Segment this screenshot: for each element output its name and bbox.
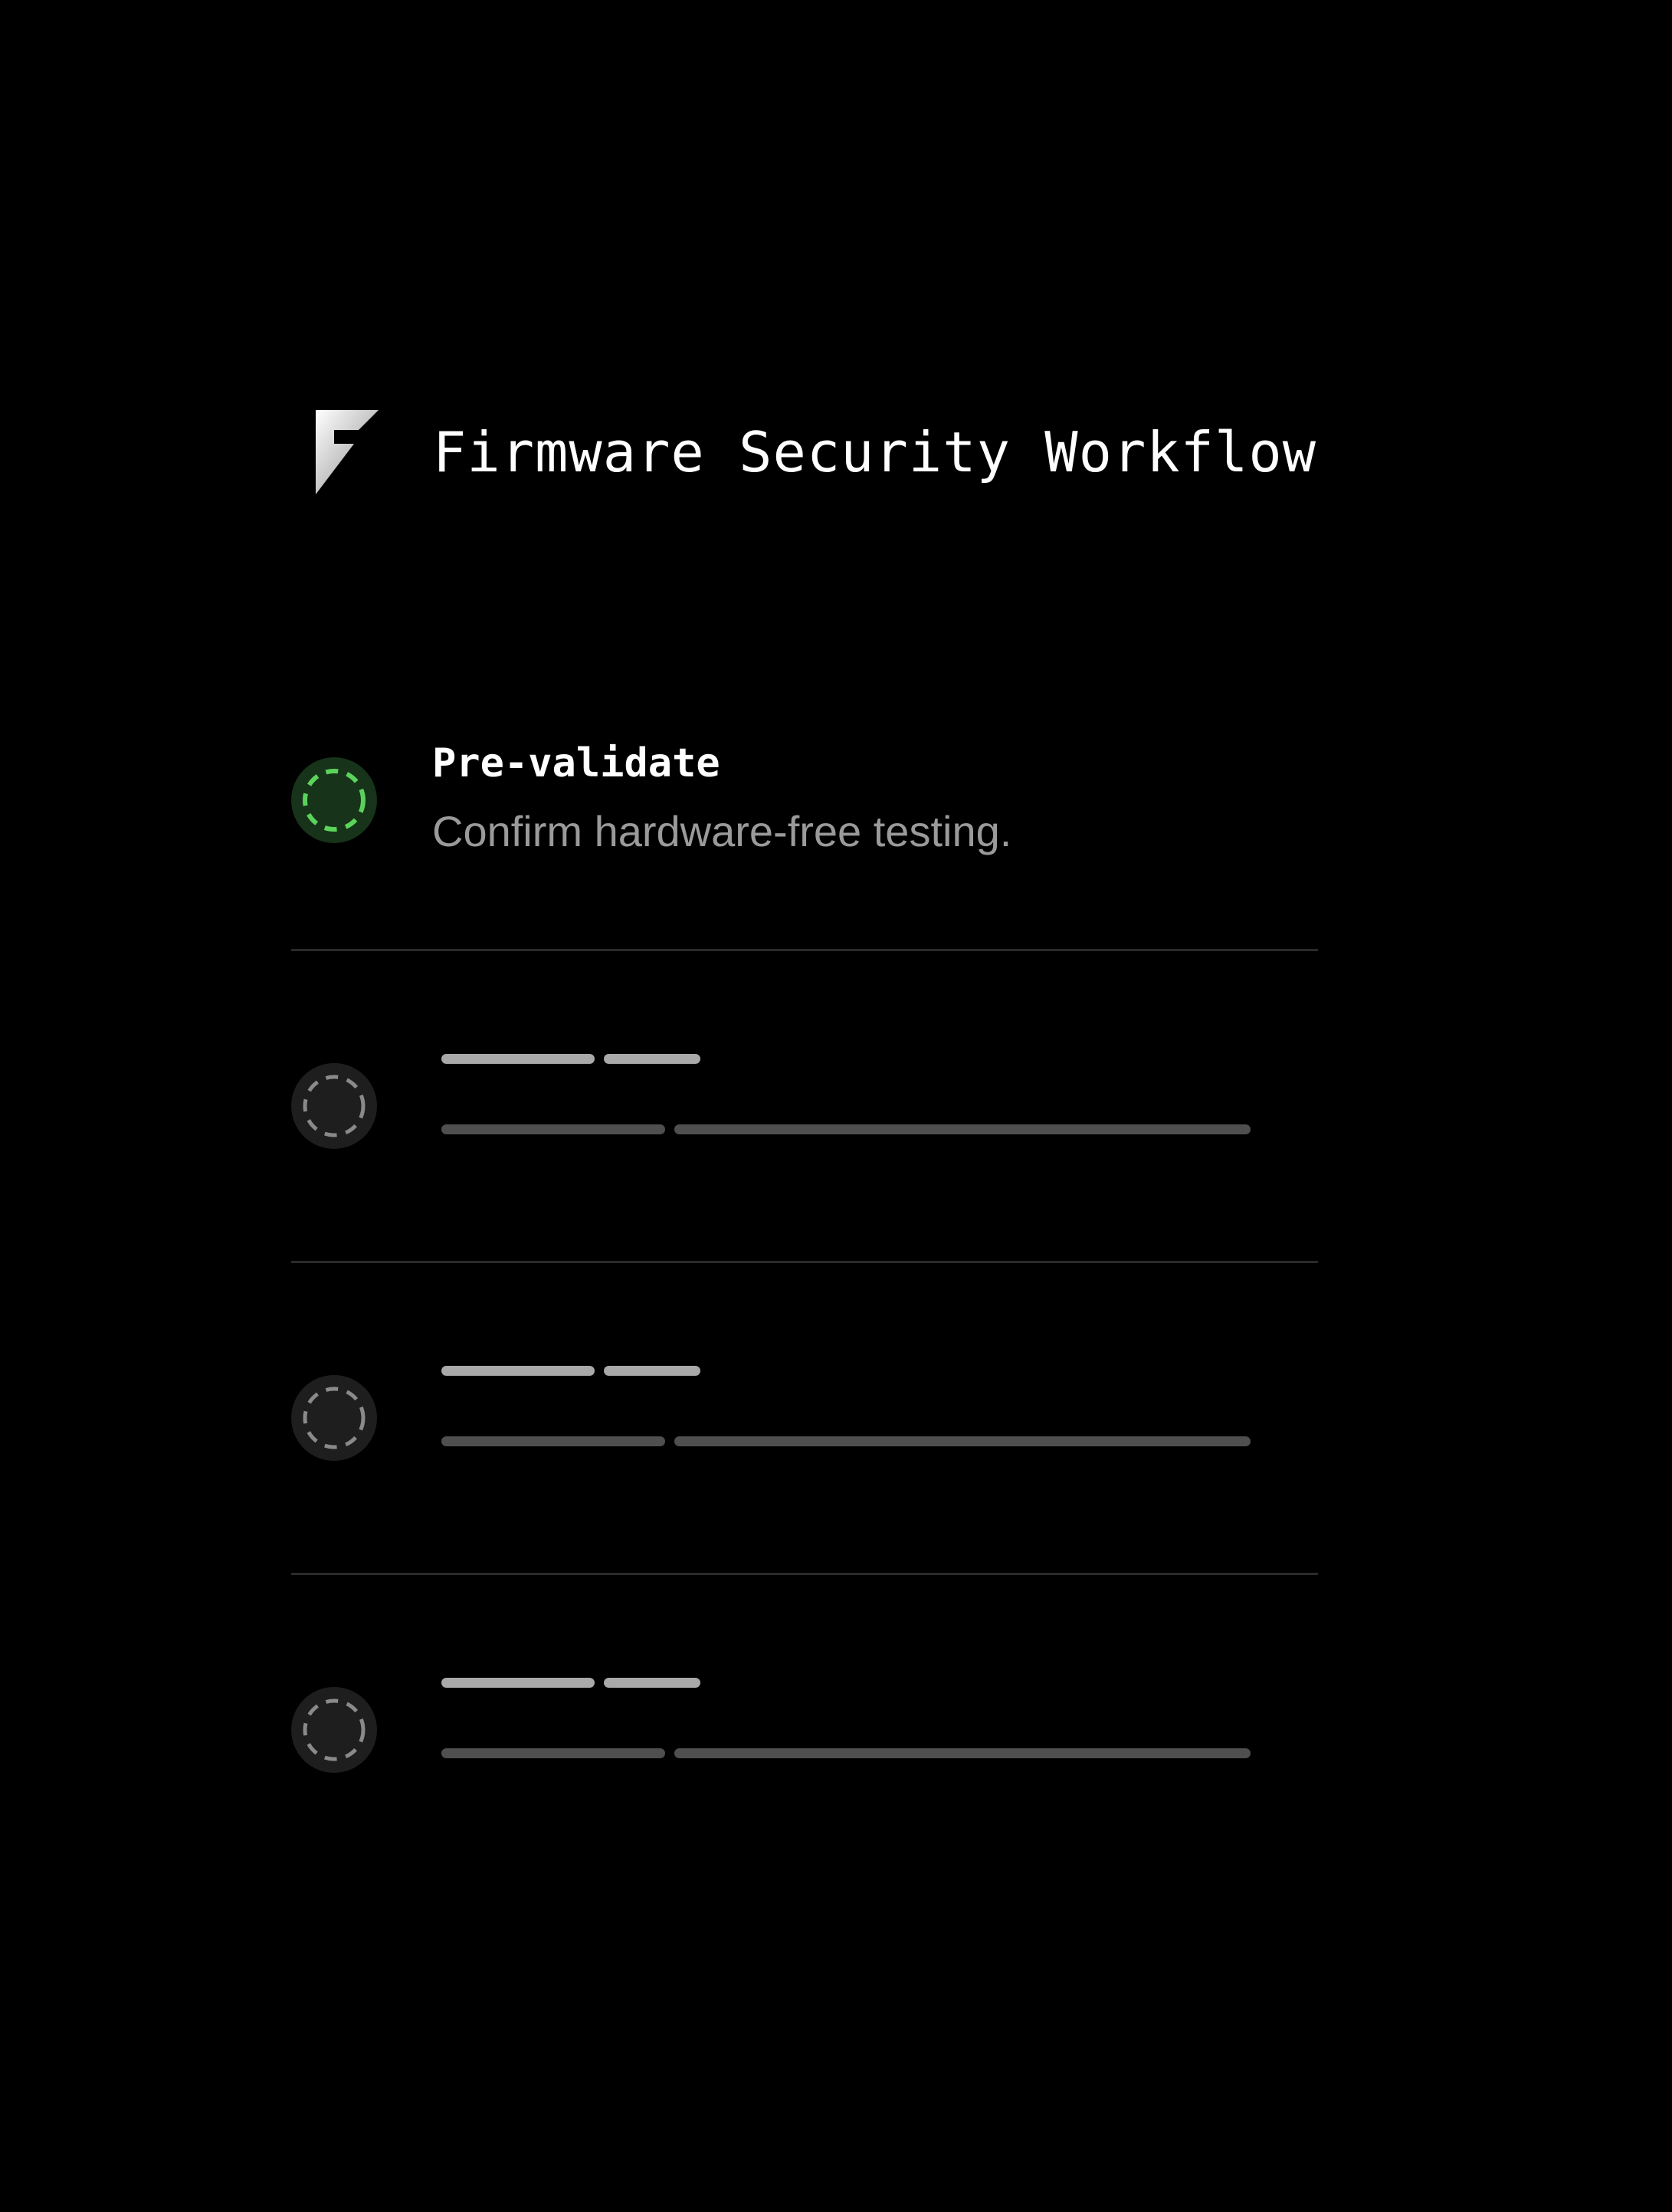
step-placeholder xyxy=(291,951,1318,1261)
placeholder-description-bar xyxy=(441,1124,665,1134)
dashed-circle-icon xyxy=(291,757,377,843)
dashed-circle-icon xyxy=(291,1063,377,1149)
page-title: Firmware Security Workflow xyxy=(433,420,1317,484)
step-status-active xyxy=(291,757,377,843)
placeholder-title-bar xyxy=(604,1054,700,1064)
placeholder-title-bar xyxy=(441,1678,595,1688)
placeholder-title-bar xyxy=(441,1054,595,1064)
step-status-pending xyxy=(291,1063,377,1149)
placeholder-description-bar xyxy=(441,1436,665,1446)
step-status-pending xyxy=(291,1687,377,1773)
dashed-circle-icon xyxy=(291,1687,377,1773)
step-divider xyxy=(291,1261,1318,1263)
placeholder-title-bar xyxy=(604,1678,700,1688)
step-description: Confirm hardware-free testing. xyxy=(432,807,1012,855)
placeholder-title-bar xyxy=(441,1366,595,1376)
step-status-pending xyxy=(291,1375,377,1461)
placeholder-description-bar xyxy=(674,1436,1251,1446)
workflow-steps-list: Pre-validate Confirm hardware-free testi… xyxy=(291,705,1318,1885)
lightning-f-logo-icon xyxy=(314,410,379,494)
placeholder-description-bar xyxy=(674,1748,1251,1758)
step-divider xyxy=(291,949,1318,951)
step-pre-validate[interactable]: Pre-validate Confirm hardware-free testi… xyxy=(291,705,1318,949)
step-placeholder xyxy=(291,1575,1318,1885)
placeholder-description-bar xyxy=(441,1748,665,1758)
dashed-circle-icon xyxy=(291,1375,377,1461)
step-divider xyxy=(291,1573,1318,1575)
step-placeholder xyxy=(291,1263,1318,1573)
placeholder-description-bar xyxy=(674,1124,1251,1134)
step-title: Pre-validate xyxy=(432,740,720,786)
placeholder-title-bar xyxy=(604,1366,700,1376)
workflow-header: Firmware Security Workflow xyxy=(314,406,1316,498)
